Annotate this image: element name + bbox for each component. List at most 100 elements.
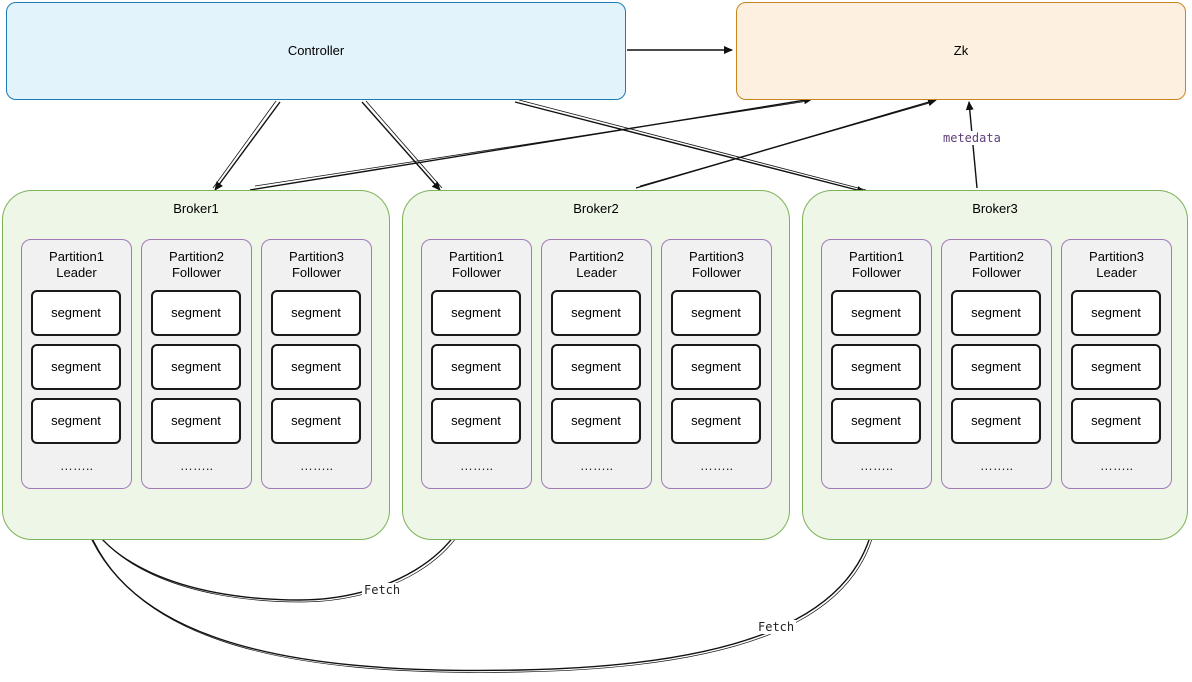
fetch-edge-label-2: Fetch (756, 620, 797, 634)
segment: segment (271, 398, 361, 444)
segment-label: segment (971, 305, 1021, 320)
partition-title: Partition2 Follower (142, 249, 251, 281)
segment-label: segment (571, 413, 621, 428)
segment: segment (1071, 344, 1161, 390)
ellipsis: …….. (299, 458, 334, 473)
segment-label: segment (51, 413, 101, 428)
partition-name: Partition3 (289, 249, 344, 264)
partition-b1-p3: Partition3 Follower segment segment segm… (261, 239, 372, 489)
partition-b1-p2: Partition2 Follower segment segment segm… (141, 239, 252, 489)
partition-role: Leader (1096, 265, 1137, 280)
partition-name: Partition2 (969, 249, 1024, 264)
segment-label: segment (971, 359, 1021, 374)
segment: segment (831, 344, 921, 390)
partition-role: Follower (171, 265, 222, 280)
segment: segment (951, 398, 1041, 444)
metadata-edge-label: metedata (941, 131, 1003, 145)
segment-label: segment (51, 305, 101, 320)
partition-b2-p2: Partition2 Leader segment segment segmen… (541, 239, 652, 489)
segment-label: segment (451, 359, 501, 374)
segment: segment (151, 344, 241, 390)
segment-label: segment (51, 359, 101, 374)
edge-controller-broker3 (514, 101, 866, 194)
edge-broker3-zk (965, 101, 978, 189)
segment-label: segment (851, 305, 901, 320)
segment-label: segment (851, 359, 901, 374)
partition-b1-p1: Partition1 Leader segment segment segmen… (21, 239, 132, 489)
partition-b3-p3: Partition3 Leader segment segment segmen… (1061, 239, 1172, 489)
segment-label: segment (571, 359, 621, 374)
partition-name: Partition3 (1089, 249, 1144, 264)
ellipsis: …….. (579, 458, 614, 473)
ellipsis: …….. (459, 458, 494, 473)
segment: segment (151, 290, 241, 336)
ellipsis: …….. (979, 458, 1014, 473)
segment: segment (431, 344, 521, 390)
edge-controller-broker1 (214, 101, 281, 191)
partition-title: Partition3 Leader (1062, 249, 1171, 281)
partition-name: Partition3 (689, 249, 744, 264)
fetch-edge-label-1: Fetch (362, 583, 403, 597)
partition-title: Partition1 Follower (422, 249, 531, 281)
broker-3-title: Broker3 (972, 201, 1018, 216)
segment: segment (831, 398, 921, 444)
partition-role: Follower (971, 265, 1022, 280)
segment: segment (1071, 290, 1161, 336)
segment-label: segment (1091, 413, 1141, 428)
partition-title: Partition1 Follower (822, 249, 931, 281)
edge-broker1-zk (249, 96, 813, 191)
segment: segment (551, 290, 641, 336)
partition-b2-p3: Partition3 Follower segment segment segm… (661, 239, 772, 489)
partition-role: Leader (576, 265, 617, 280)
segment: segment (551, 344, 641, 390)
segment: segment (951, 344, 1041, 390)
broker-2: Broker2 Partition1 Follower segment segm… (402, 190, 790, 540)
segment-label: segment (571, 305, 621, 320)
partition-name: Partition1 (849, 249, 904, 264)
broker-1: Broker1 Partition1 Leader segment segmen… (2, 190, 390, 540)
zk-label: Zk (953, 43, 969, 58)
segment: segment (151, 398, 241, 444)
partition-title: Partition1 Leader (22, 249, 131, 281)
partition-title: Partition3 Follower (262, 249, 371, 281)
segment: segment (671, 398, 761, 444)
segment: segment (1071, 398, 1161, 444)
segment-label: segment (171, 413, 221, 428)
partition-title: Partition3 Follower (662, 249, 771, 281)
segment-label: segment (1091, 305, 1141, 320)
segment: segment (671, 290, 761, 336)
broker-3: Broker3 Partition1 Follower segment segm… (802, 190, 1188, 540)
partition-name: Partition1 (49, 249, 104, 264)
partition-b3-p2: Partition2 Follower segment segment segm… (941, 239, 1052, 489)
partition-role: Follower (451, 265, 502, 280)
segment-label: segment (171, 305, 221, 320)
ellipsis: …….. (1099, 458, 1134, 473)
edge-broker2-zk (635, 98, 937, 189)
partition-role: Follower (691, 265, 742, 280)
segment: segment (551, 398, 641, 444)
segment: segment (31, 290, 121, 336)
ellipsis: …….. (179, 458, 214, 473)
segment: segment (31, 344, 121, 390)
segment: segment (271, 344, 361, 390)
segment-label: segment (171, 359, 221, 374)
ellipsis: …….. (699, 458, 734, 473)
partition-name: Partition1 (449, 249, 504, 264)
segment-label: segment (291, 359, 341, 374)
controller-label: Controller (287, 43, 345, 58)
segment-label: segment (691, 359, 741, 374)
partition-name: Partition2 (569, 249, 624, 264)
ellipsis: …….. (859, 458, 894, 473)
partition-role: Leader (56, 265, 97, 280)
controller-node: Controller (6, 2, 626, 100)
partition-role: Follower (291, 265, 342, 280)
partition-role: Follower (851, 265, 902, 280)
segment-label: segment (451, 305, 501, 320)
segment-label: segment (291, 413, 341, 428)
edge-controller-broker2 (361, 101, 441, 191)
segment: segment (271, 290, 361, 336)
broker-1-title: Broker1 (173, 201, 219, 216)
segment-label: segment (1091, 359, 1141, 374)
zk-node: Zk (736, 2, 1186, 100)
segment: segment (831, 290, 921, 336)
